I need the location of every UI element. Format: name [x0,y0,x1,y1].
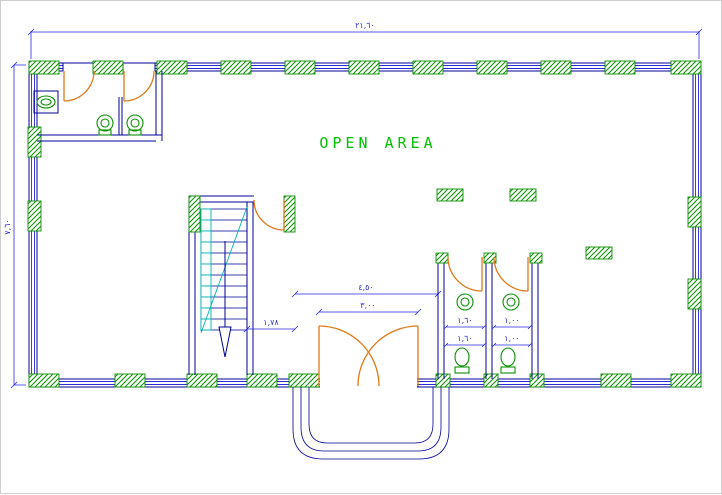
dimension-stair-text: ١,٧٨ [263,318,279,327]
dimension-wc-right-width-text: ١,٠٠ [504,316,519,325]
stair-direction-arrow [218,241,232,358]
dimension-wc-right-width: ١,٠٠ [491,316,533,330]
dimension-stair: ١,٧٨ [243,318,299,333]
sink-symbol [502,293,520,311]
entrance-steps [292,387,450,460]
door-swing [123,70,155,102]
dimension-wc-left-width: ١,٦٠ [443,316,487,330]
dimension-total-width-text: ٢١,٦٠ [355,21,375,30]
toilet-symbol [500,347,516,374]
toilet-symbol [126,114,144,136]
wc-pier [529,252,543,264]
stair-pier [188,195,201,233]
stair-nosing-strip [200,206,248,334]
building-exterior-walls [28,62,702,388]
door-swing [493,256,529,292]
toilet-symbol [96,114,114,136]
dimension-total-height-text: ٧,٦٠ [3,219,12,234]
wall-opening [63,64,95,72]
dimension-top: ٢١,٦٠ [27,21,703,59]
dimension-wc-left-depth: ١,٦٠ [443,334,487,348]
door-swing [447,256,483,292]
dimension-entrance-text: ٣,٠٠ [360,301,375,310]
sink-symbol [36,95,56,109]
door-swing [253,199,285,231]
entrance-opening [320,372,417,388]
open-area-label: OPEN AREA [319,134,436,152]
dimension-wc-left-depth-text: ١,٦٠ [457,334,472,343]
double-door-swing [318,325,419,387]
dimension-wc-right-depth: ١,٠٠ [491,334,533,348]
structural-columns [27,60,702,388]
dimension-hall-text: ٤,٥٠ [358,283,373,292]
main-entrance [292,325,450,460]
dimension-wc-right-depth-text: ١,٠٠ [504,334,519,343]
toilet-room-walls [437,253,539,379]
door-swing [63,70,95,102]
wc-pier [435,252,449,264]
dimension-left: ٧,٦٠ [3,61,26,389]
staircase: ١,٧٨ [188,195,299,375]
toilet-rooms-right: ١,٦٠ ١,٠٠ ١,٦٠ ١,٠٠ [435,252,543,379]
dimension-entrance: ٣,٠٠ [315,301,422,316]
dimension-hall: ٤,٥٠ [291,283,442,298]
sink-symbol [456,293,474,311]
wall-opening [123,64,155,72]
exterior-windows [31,65,699,385]
stair-pier [283,195,296,233]
wc-pier [483,252,497,264]
stair-walls [188,195,254,375]
toilet-symbol [454,347,470,374]
sink-counter [33,90,59,114]
toilet-room-top-left [33,70,163,142]
dimension-wc-left-width-text: ١,٦٠ [457,316,472,325]
